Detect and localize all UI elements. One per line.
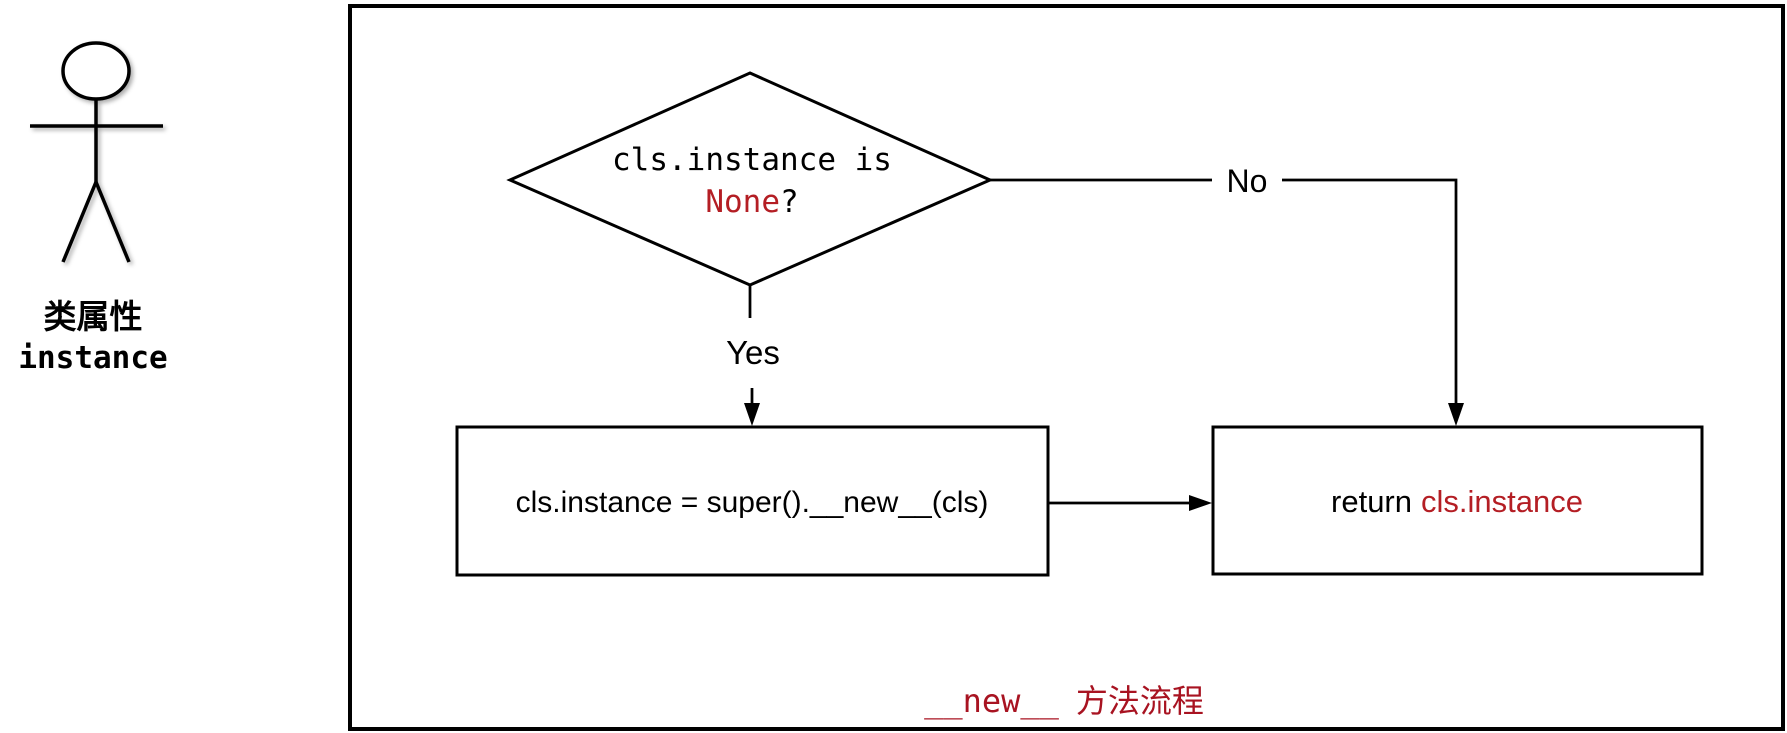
decision-suffix: ?	[780, 184, 799, 220]
actor-label-code: instance	[18, 340, 167, 376]
assign-box	[455, 425, 1050, 577]
diagram-frame	[348, 4, 1785, 731]
return-keyword: return	[1331, 484, 1412, 519]
assign-text: cls.instance = super().__new__(cls)	[516, 486, 989, 519]
decision-diamond	[506, 71, 994, 287]
decision-text-line2: None?	[705, 184, 798, 220]
actor-leg-right	[94, 181, 131, 263]
return-text: return cls.instance	[1331, 484, 1583, 519]
no-arrowhead-down-icon	[1448, 403, 1464, 426]
actor-leg-left	[61, 181, 98, 263]
actor-label-cn: 类属性	[44, 298, 143, 335]
decision-text-line1: cls.instance is	[612, 142, 892, 178]
decision-highlight: None	[705, 184, 780, 220]
return-box	[1211, 425, 1704, 576]
stick-figure-icon	[30, 41, 163, 263]
return-value: cls.instance	[1421, 484, 1583, 519]
yes-arrowhead-down-icon	[744, 403, 760, 426]
no-label: No	[1227, 163, 1268, 199]
caption-text: __new__ 方法流程	[924, 682, 1204, 720]
no-connector-right	[1282, 178, 1458, 408]
result-arrowhead-right-icon	[1189, 495, 1212, 511]
caption-code: __new__	[924, 682, 1060, 720]
actor-head	[61, 41, 131, 101]
yes-label: Yes	[726, 334, 780, 371]
caption-label: 方法流程	[1076, 683, 1204, 719]
